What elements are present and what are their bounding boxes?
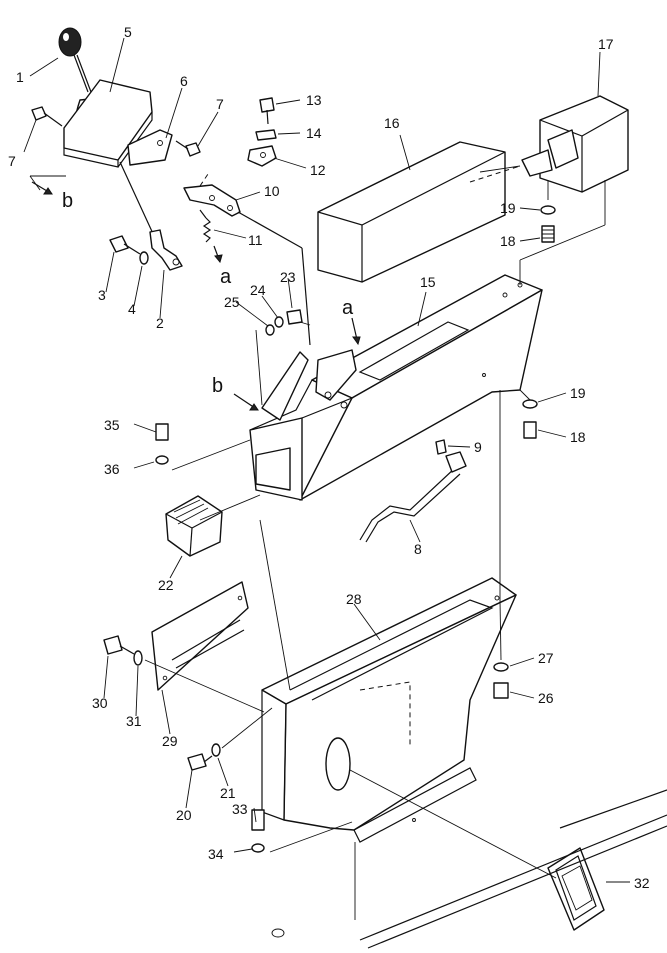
callout-15: 15	[420, 274, 436, 290]
callout-labels: 1 5 6 7 7 13 14 12 10 11 16 17 19 18 15 …	[8, 24, 650, 891]
marker-b-top: b	[62, 190, 73, 212]
callout-9: 9	[474, 439, 482, 455]
callout-34: 34	[208, 846, 224, 862]
callout-2: 2	[156, 315, 164, 331]
callout-33: 33	[232, 801, 248, 817]
lower-console-28	[261, 577, 517, 843]
callout-6: 6	[180, 73, 188, 89]
callout-30: 30	[92, 695, 108, 711]
bolt-18-mid	[523, 421, 537, 439]
part-9	[435, 439, 447, 455]
washer-25	[265, 324, 275, 336]
bolt-3	[109, 235, 141, 255]
callout-7-right: 7	[216, 96, 224, 112]
callout-28: 28	[346, 591, 362, 607]
bolt-13	[259, 97, 275, 125]
callout-4: 4	[128, 301, 136, 317]
callout-17: 17	[598, 36, 614, 52]
marker-arrows	[31, 181, 361, 411]
callout-24: 24	[250, 282, 266, 298]
callout-10: 10	[264, 183, 280, 199]
bolt-33	[251, 809, 265, 831]
rod-end-2	[149, 229, 183, 271]
callout-13: 13	[306, 92, 322, 108]
callout-1: 1	[16, 69, 24, 85]
bolt-23	[286, 309, 303, 325]
assembly-lines	[29, 165, 606, 920]
marker-a-top: a	[220, 266, 232, 288]
callout-3: 3	[98, 287, 106, 303]
shift-lever-assembly	[58, 27, 173, 168]
bracket-12	[247, 145, 277, 167]
callout-5: 5	[124, 24, 132, 40]
bolt-20	[187, 753, 213, 771]
washer-24	[274, 316, 284, 328]
callout-35: 35	[104, 417, 120, 433]
callout-20: 20	[176, 807, 192, 823]
callout-leaders	[23, 37, 630, 883]
callout-29: 29	[162, 733, 178, 749]
plate-29	[151, 581, 249, 691]
callout-8: 8	[414, 541, 422, 557]
marker-a-mid: a	[342, 297, 354, 319]
cover-16	[317, 141, 506, 283]
washer-34	[251, 843, 265, 853]
callout-16: 16	[384, 115, 400, 131]
callout-19-mid: 19	[570, 385, 586, 401]
bolt-7-left	[31, 106, 63, 127]
washer-27	[493, 662, 509, 672]
upper-console-15	[249, 274, 543, 501]
switch-box-17	[469, 95, 629, 193]
washer-36	[155, 455, 169, 465]
switch-22	[165, 495, 223, 557]
callout-21: 21	[220, 785, 236, 801]
washer-31	[133, 650, 143, 666]
bolt-35	[155, 423, 169, 441]
callout-25: 25	[224, 294, 240, 310]
callout-18-top: 18	[500, 233, 516, 249]
callout-12: 12	[310, 162, 326, 178]
callout-14: 14	[306, 125, 322, 141]
callout-26: 26	[538, 690, 554, 706]
callout-31: 31	[126, 713, 142, 729]
bolt-18-top	[541, 225, 555, 243]
callout-27: 27	[538, 650, 554, 666]
callout-36: 36	[104, 461, 120, 477]
washer-21	[211, 743, 221, 757]
washer-4	[139, 251, 149, 265]
bolt-26	[493, 682, 509, 699]
callout-7-left: 7	[8, 153, 16, 169]
callout-11: 11	[248, 232, 263, 248]
callout-18-mid: 18	[570, 429, 586, 445]
bolt-7-right	[175, 140, 201, 157]
floor-plate	[271, 789, 667, 949]
bolt-30	[103, 635, 135, 655]
callout-19-top: 19	[500, 200, 516, 216]
letter-markers: b a a b	[62, 190, 354, 397]
callout-23: 23	[280, 269, 296, 285]
linkage-10	[183, 173, 241, 217]
washer-19-top	[540, 205, 556, 215]
plate-14	[255, 129, 277, 141]
callout-22: 22	[158, 577, 174, 593]
marker-b-mid: b	[212, 375, 223, 397]
spring-11	[199, 209, 212, 243]
lever-8	[359, 451, 467, 543]
callout-32: 32	[634, 875, 650, 891]
washer-19-mid	[522, 399, 538, 409]
